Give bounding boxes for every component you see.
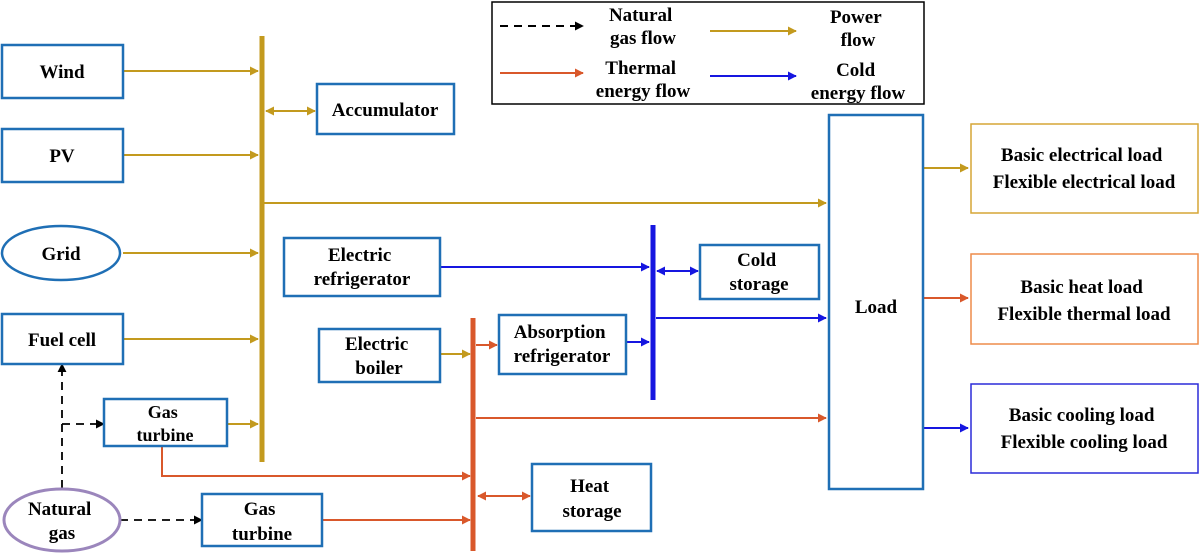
absorption-refrigerator-box: Absorption refrigerator [497,313,628,376]
fuel-cell-box: Fuel cell [0,312,125,366]
legend-thermal-label: Thermal energy flow [596,58,691,102]
fuel-cell-label: Fuel cell [28,330,96,351]
power-flows [123,66,969,429]
cooling-load-box: Basic cooling load Flexible cooling load [970,383,1199,474]
heat-storage-label: Heat storage [562,476,621,522]
legend-natural-gas-label: Natural gas flow [609,5,677,49]
heat-load-label: Basic heat load Flexible thermal load [997,277,1171,325]
gas-turbine-upper-box: Gas turbine [102,397,229,448]
natural-gas-label: Natural gas [28,499,96,544]
pv-box: PV [0,127,125,184]
cooling-load-label: Basic cooling load Flexible cooling load [1001,405,1168,453]
electric-boiler-box: Electric boiler [317,327,442,384]
gas-flows [57,363,203,525]
electric-refrigerator-label: Electric refrigerator [314,245,411,290]
accumulator-box: Accumulator [315,82,456,136]
gas-turbine-upper-label: Gas turbine [136,402,193,445]
electric-boiler-label: Electric boiler [345,334,413,379]
electrical-load-label: Basic electrical load Flexible electrica… [993,145,1176,193]
electrical-load-box: Basic electrical load Flexible electrica… [970,123,1199,214]
wind-box: Wind [0,43,125,100]
accumulator-label: Accumulator [332,100,439,121]
heat-load-box: Basic heat load Flexible thermal load [970,253,1199,345]
gas-turbine-heat-arrow [161,446,471,481]
grid-node: Grid [0,224,122,282]
pv-label: PV [49,146,75,167]
electric-refrigerator-box: Electric refrigerator [282,236,442,298]
cold-storage-box: Cold storage [698,243,821,301]
legend-cold-label: Cold energy flow [811,60,906,104]
load-label: Load [855,297,898,318]
gas-turbine-lower-box: Gas turbine [200,492,324,548]
cold-flows [440,262,969,433]
grid-label: Grid [41,244,80,265]
absorption-refrigerator-label: Absorption refrigerator [514,322,611,367]
wind-label: Wind [39,62,85,83]
cold-storage-label: Cold storage [729,250,788,295]
heat-storage-box: Heat storage [530,462,653,533]
natural-gas-node: Natural gas [2,487,122,553]
legend-power-label: Power flow [830,7,886,51]
thermal-flows [161,293,969,525]
load-box: Load [827,113,925,491]
legend: Natural gas flow Power flow Thermal ener… [491,1,925,105]
gas-turbine-lower-label: Gas turbine [232,499,292,545]
legend-frame [491,1,925,105]
